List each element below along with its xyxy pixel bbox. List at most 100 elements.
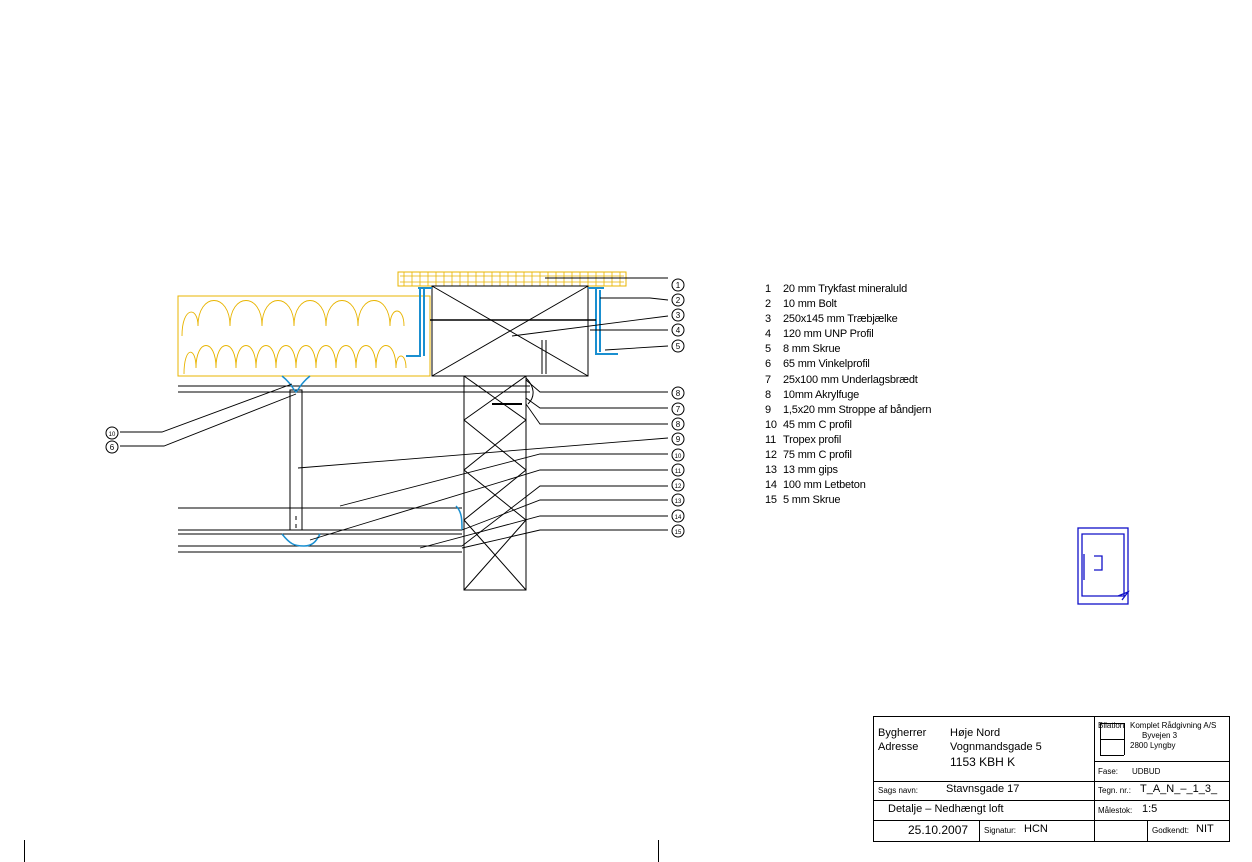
firm-address-2: 2800 Lyngby bbox=[1130, 741, 1176, 750]
vertical-post bbox=[289, 389, 303, 531]
callout-bubble: 15 bbox=[671, 524, 685, 538]
callout-number: 1 bbox=[676, 281, 681, 290]
legend-number: 7 bbox=[765, 373, 771, 386]
legend-number: 5 bbox=[765, 343, 771, 356]
callout-bubble: 10 bbox=[105, 426, 119, 440]
legend-number: 11 bbox=[765, 433, 777, 446]
drawing-no-value: T_A_N_–_1_3_ bbox=[1140, 783, 1218, 795]
phase-value: UDBUD bbox=[1132, 767, 1161, 776]
owner-label: Bygherrer bbox=[878, 727, 927, 739]
address-line-1: Vognmandsgade 5 bbox=[950, 741, 1042, 753]
callout-bubble: 9 bbox=[671, 432, 685, 446]
firm-address-1: Byvejen 3 bbox=[1142, 731, 1178, 740]
mineral-wool-block bbox=[177, 295, 431, 377]
signature-label: Signatur: bbox=[984, 826, 1017, 835]
callout-number: 11 bbox=[675, 469, 682, 475]
date: 25.10.2007 bbox=[908, 823, 969, 837]
legend-text: 10 mm Bolt bbox=[783, 298, 837, 311]
legend-number: 4 bbox=[765, 328, 771, 341]
approved-value: NIT bbox=[1196, 823, 1214, 835]
callout-bubble: 1 bbox=[671, 278, 685, 292]
ceiling-top-plate bbox=[178, 385, 530, 393]
ceiling-lower-plates bbox=[178, 507, 462, 553]
rigid-insulation-top bbox=[397, 271, 627, 287]
legend-text: 13 mm gips bbox=[783, 464, 838, 477]
callout-number: 8 bbox=[676, 389, 681, 398]
case-name-label: Sags navn: bbox=[878, 786, 919, 795]
legend-number: 12 bbox=[765, 449, 777, 462]
legend-item: 13 13 mm gips bbox=[765, 463, 931, 478]
callout-number: 14 bbox=[675, 515, 682, 521]
callout-bubble: 11 bbox=[671, 463, 685, 477]
legend-text: 65 mm Vinkelprofil bbox=[783, 358, 870, 371]
legend-number: 2 bbox=[765, 298, 771, 311]
callout-number: 8 bbox=[676, 420, 681, 429]
callout-number: 10 bbox=[109, 432, 116, 438]
address-label: Adresse bbox=[878, 741, 919, 753]
rigid-insulation-hatch bbox=[400, 272, 624, 286]
legend-item: 6 65 mm Vinkelprofil bbox=[765, 357, 931, 372]
callout-number: 2 bbox=[676, 296, 681, 305]
legend-item: 9 1,5x20 mm Stroppe af båndjern bbox=[765, 403, 931, 418]
address-line-2: 1153 KBH K bbox=[950, 755, 1016, 769]
legend-text: 100 mm Letbeton bbox=[783, 479, 866, 492]
sealant-bottom bbox=[455, 505, 463, 531]
drawing-no-label: Tegn. nr.: bbox=[1098, 786, 1131, 795]
legend-text: 25x100 mm Underlagsbrædt bbox=[783, 373, 918, 386]
callout-bubble: 13 bbox=[671, 493, 685, 507]
callout-bubble: 4 bbox=[671, 323, 685, 337]
title-block: Bygherrer Høje Nord Adresse Vognmandsgad… bbox=[873, 716, 1230, 842]
sheet-frame-tick-left bbox=[24, 840, 25, 862]
legend-text: 10mm Akrylfuge bbox=[783, 388, 860, 401]
callout-number: 10 bbox=[675, 454, 682, 460]
callout-number: 6 bbox=[110, 443, 115, 452]
callout-number: 9 bbox=[676, 435, 681, 444]
callout-bubble: 10 bbox=[671, 448, 685, 462]
legend-item: 15 5 mm Skrue bbox=[765, 493, 931, 508]
callout-number: 4 bbox=[676, 326, 681, 335]
callout-bubble: 3 bbox=[671, 308, 685, 322]
callout-number: 12 bbox=[675, 484, 682, 490]
callout-bubble: 8 bbox=[671, 417, 685, 431]
legend-item: 2 10 mm Bolt bbox=[765, 297, 931, 312]
legend-number: 15 bbox=[765, 494, 777, 507]
callout-bubble: 6 bbox=[105, 440, 119, 454]
drawing-title: Detalje – Nedhængt loft bbox=[888, 803, 1004, 815]
callout-bubble: 7 bbox=[671, 402, 685, 416]
legend-text: 45 mm C profil bbox=[783, 418, 852, 431]
hanger-left bbox=[281, 375, 311, 394]
approved-label: Godkendt: bbox=[1152, 826, 1189, 835]
callout-bubbles-left: 10 6 bbox=[105, 426, 119, 454]
legend-text: 75 mm C profil bbox=[783, 449, 852, 462]
legend-item: 7 25x100 mm Underlagsbrædt bbox=[765, 373, 931, 388]
firm-name: Komplet Rådgivning A/S bbox=[1130, 721, 1217, 730]
legend-text: 5 mm Skrue bbox=[783, 494, 841, 507]
scale-label: Målestok: bbox=[1098, 806, 1133, 815]
legend-text: 1,5x20 mm Stroppe af båndjern bbox=[783, 403, 932, 416]
callout-number: 15 bbox=[675, 530, 682, 536]
legend-number: 6 bbox=[765, 358, 771, 371]
callout-bubble: 5 bbox=[671, 339, 685, 353]
leader-lines bbox=[120, 277, 669, 549]
legend-number: 9 bbox=[765, 403, 771, 416]
phase-label: Fase: bbox=[1098, 767, 1119, 776]
case-name-value: Stavnsgade 17 bbox=[946, 783, 1020, 795]
key-plan bbox=[1077, 527, 1130, 605]
legend-text: 250x145 mm Træbjælke bbox=[783, 313, 898, 326]
scale-value: 1:5 bbox=[1142, 803, 1158, 815]
legend-number: 13 bbox=[765, 464, 777, 477]
legend-item: 12 75 mm C profil bbox=[765, 448, 931, 463]
legend-number: 14 bbox=[765, 479, 777, 492]
hanger-bottom bbox=[281, 533, 321, 547]
callout-bubble: 2 bbox=[671, 293, 685, 307]
legend-text: 20 mm Trykfast mineraluld bbox=[783, 283, 907, 295]
